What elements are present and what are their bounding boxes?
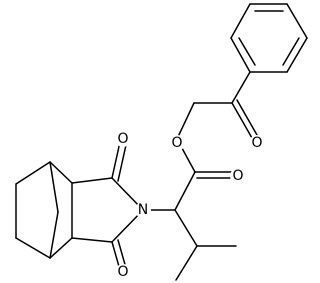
svg-text:O: O bbox=[117, 264, 128, 280]
svg-text:O: O bbox=[117, 131, 128, 147]
svg-text:O: O bbox=[171, 135, 182, 151]
imide-lower-oxygen: O bbox=[115, 264, 131, 280]
ester-carbonyl-oxygen: O bbox=[230, 168, 246, 184]
bond-lines bbox=[15, 3, 308, 281]
ester-oxygen: O bbox=[169, 135, 185, 151]
svg-text:O: O bbox=[232, 168, 243, 184]
svg-text:N: N bbox=[138, 202, 148, 218]
atom-labels: O O O N O O bbox=[115, 131, 265, 280]
ketone-oxygen: O bbox=[249, 135, 265, 151]
imide-upper-oxygen: O bbox=[115, 131, 131, 147]
imide-nitrogen: N bbox=[135, 202, 151, 218]
svg-text:O: O bbox=[251, 135, 262, 151]
